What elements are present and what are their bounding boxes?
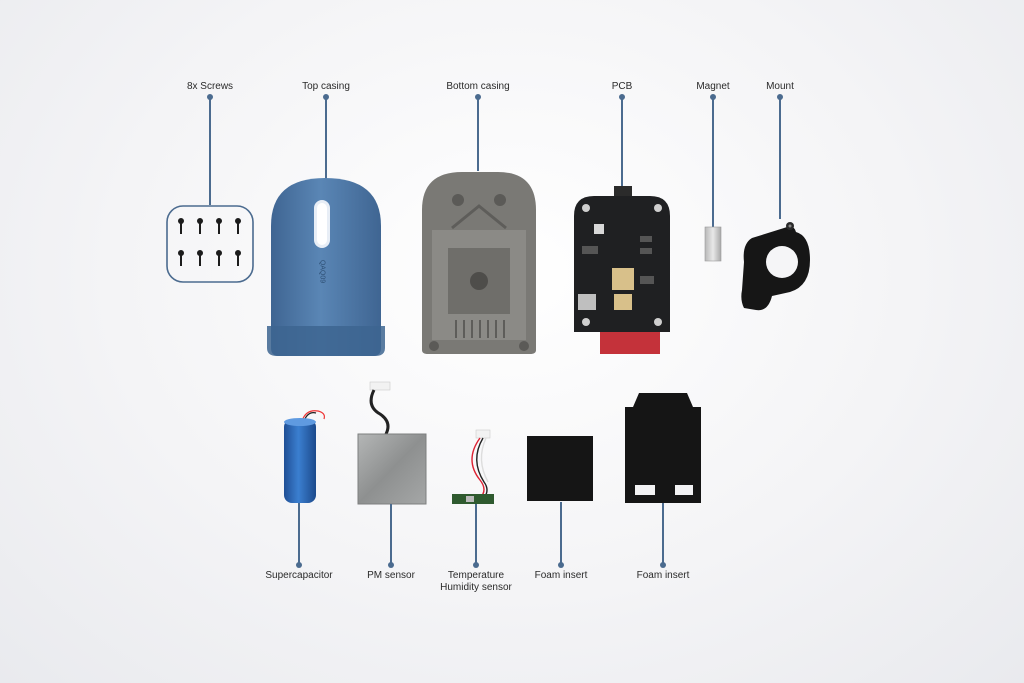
leader-dot-pcb: [619, 94, 625, 100]
leader-dot-foam-insert-1: [558, 562, 564, 568]
leader-temp-humidity-sensor: [475, 504, 477, 565]
leader-dot-supercapacitor: [296, 562, 302, 568]
leader-magnet: [712, 97, 714, 227]
label-bottom-casing: Bottom casing: [446, 81, 510, 92]
label-mount: Mount: [766, 81, 794, 92]
magnet-image: [704, 226, 722, 262]
mount-image: [741, 222, 810, 311]
pm-sensor-image: [357, 381, 427, 505]
leader-bottom-casing: [477, 97, 479, 171]
label-temp-humidity-sensor: Temperature Humidity sensor: [440, 570, 512, 594]
label-foam-insert-1: Foam insert: [534, 570, 588, 581]
leader-supercapacitor: [298, 503, 300, 565]
label-magnet: Magnet: [696, 81, 730, 92]
top-casing-image: [267, 178, 385, 356]
label-temp-line1: Temperature: [447, 570, 505, 581]
label-pcb: PCB: [611, 81, 633, 92]
label-temp-line2: Humidity sensor: [440, 582, 512, 593]
bottom-casing-image: [422, 172, 536, 354]
supercapacitor-image: [284, 410, 325, 503]
label-screws: 8x Screws: [186, 81, 234, 92]
leader-dot-top-casing: [323, 94, 329, 100]
leader-dot-screws: [207, 94, 213, 100]
leader-pcb: [621, 97, 623, 191]
temp-humidity-sensor-image: [452, 429, 494, 504]
foam-insert-1-image: [527, 436, 593, 501]
leader-dot-bottom-casing: [475, 94, 481, 100]
leader-pm-sensor: [390, 504, 392, 565]
label-top-casing: Top casing: [302, 81, 350, 92]
leader-screws: [209, 97, 211, 205]
top-casing-marking: QAQ09: [318, 259, 326, 284]
leader-top-casing: [325, 97, 327, 179]
leader-foam-insert-2: [662, 503, 664, 565]
leader-dot-pm-sensor: [388, 562, 394, 568]
label-supercapacitor: Supercapacitor: [265, 570, 333, 581]
label-pm-sensor: PM sensor: [367, 570, 415, 581]
leader-mount: [779, 97, 781, 219]
foam-insert-2-image: [625, 393, 701, 503]
leader-dot-mount: [777, 94, 783, 100]
pcb-image: [574, 186, 670, 354]
screws-image: [166, 205, 254, 283]
leader-dot-foam-insert-2: [660, 562, 666, 568]
label-foam-insert-2: Foam insert: [636, 570, 690, 581]
leader-foam-insert-1: [560, 502, 562, 565]
leader-dot-temp-humidity-sensor: [473, 562, 479, 568]
leader-dot-magnet: [710, 94, 716, 100]
